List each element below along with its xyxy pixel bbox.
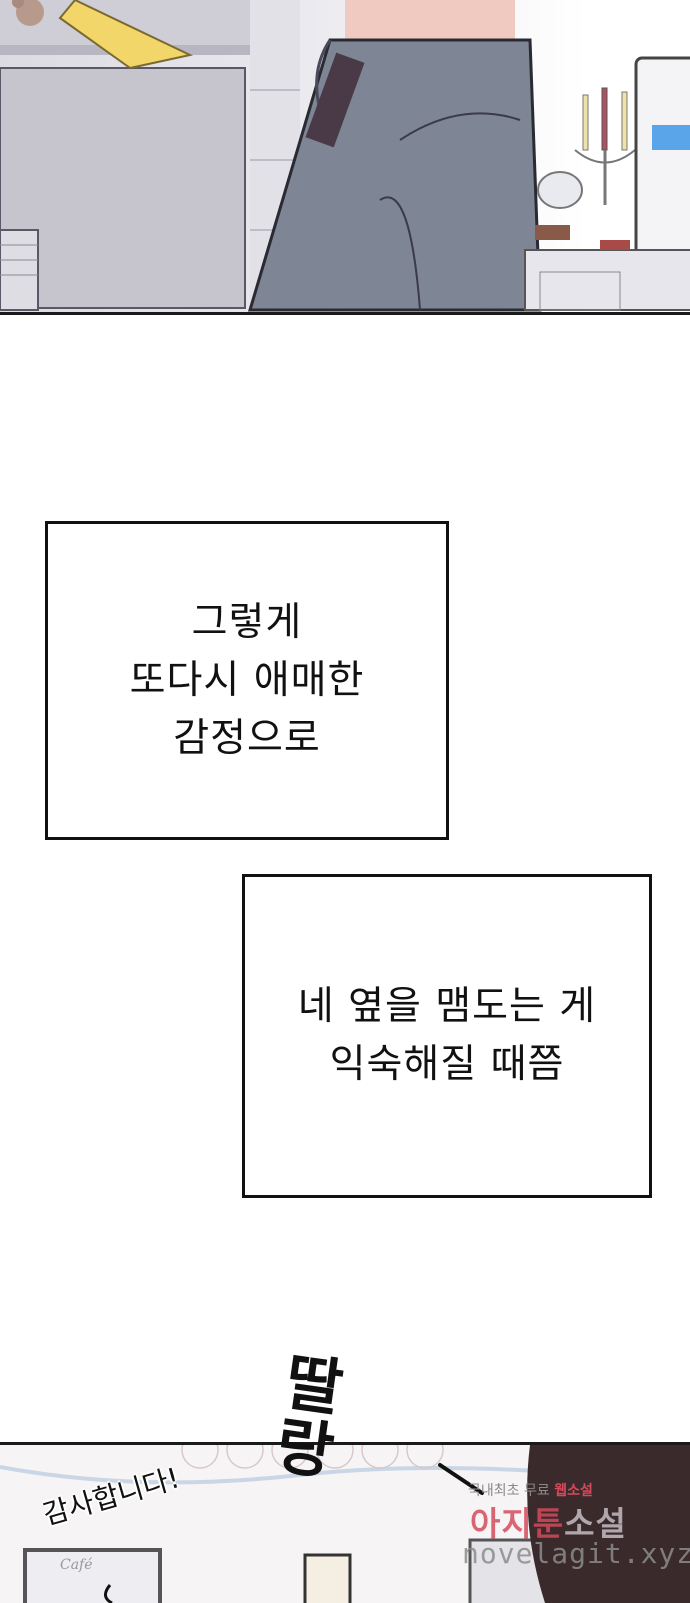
narration-line: 감정으로 — [173, 715, 321, 761]
watermark-brand-a: 아지툰 — [470, 1504, 565, 1543]
watermark-url: novelagit.xyz — [462, 1537, 690, 1570]
narration-line: 익숙해질 때쯤 — [329, 1042, 565, 1087]
narration-line: 네 옆을 맴도는 게 — [297, 984, 597, 1029]
cafe-sign-text: Café — [60, 1557, 93, 1573]
top-illustration-panel — [0, 0, 690, 315]
watermark-tagline-prefix: 국내최초 무료 — [468, 1483, 550, 1499]
bottom-illustration-panel: Café — [0, 1442, 690, 1603]
watermark-tagline: 국내최초 무료 웹소설 — [468, 1480, 593, 1500]
cafe-scene-art — [0, 1445, 690, 1603]
narration-line: 또다시 애매한 — [129, 657, 365, 703]
watermark-tagline-accent: 웹소설 — [554, 1483, 593, 1499]
narration-line: 그렇게 — [191, 599, 303, 645]
narration-box-1: 그렇게 또다시 애매한 감정으로 — [45, 521, 449, 840]
watermark-brand: 아지툰소설 — [470, 1497, 627, 1545]
room-scene-art — [0, 0, 690, 312]
watermark-brand-b: 소설 — [564, 1504, 627, 1543]
narration-box-2: 네 옆을 맴도는 게 익숙해질 때쯤 — [242, 874, 652, 1198]
